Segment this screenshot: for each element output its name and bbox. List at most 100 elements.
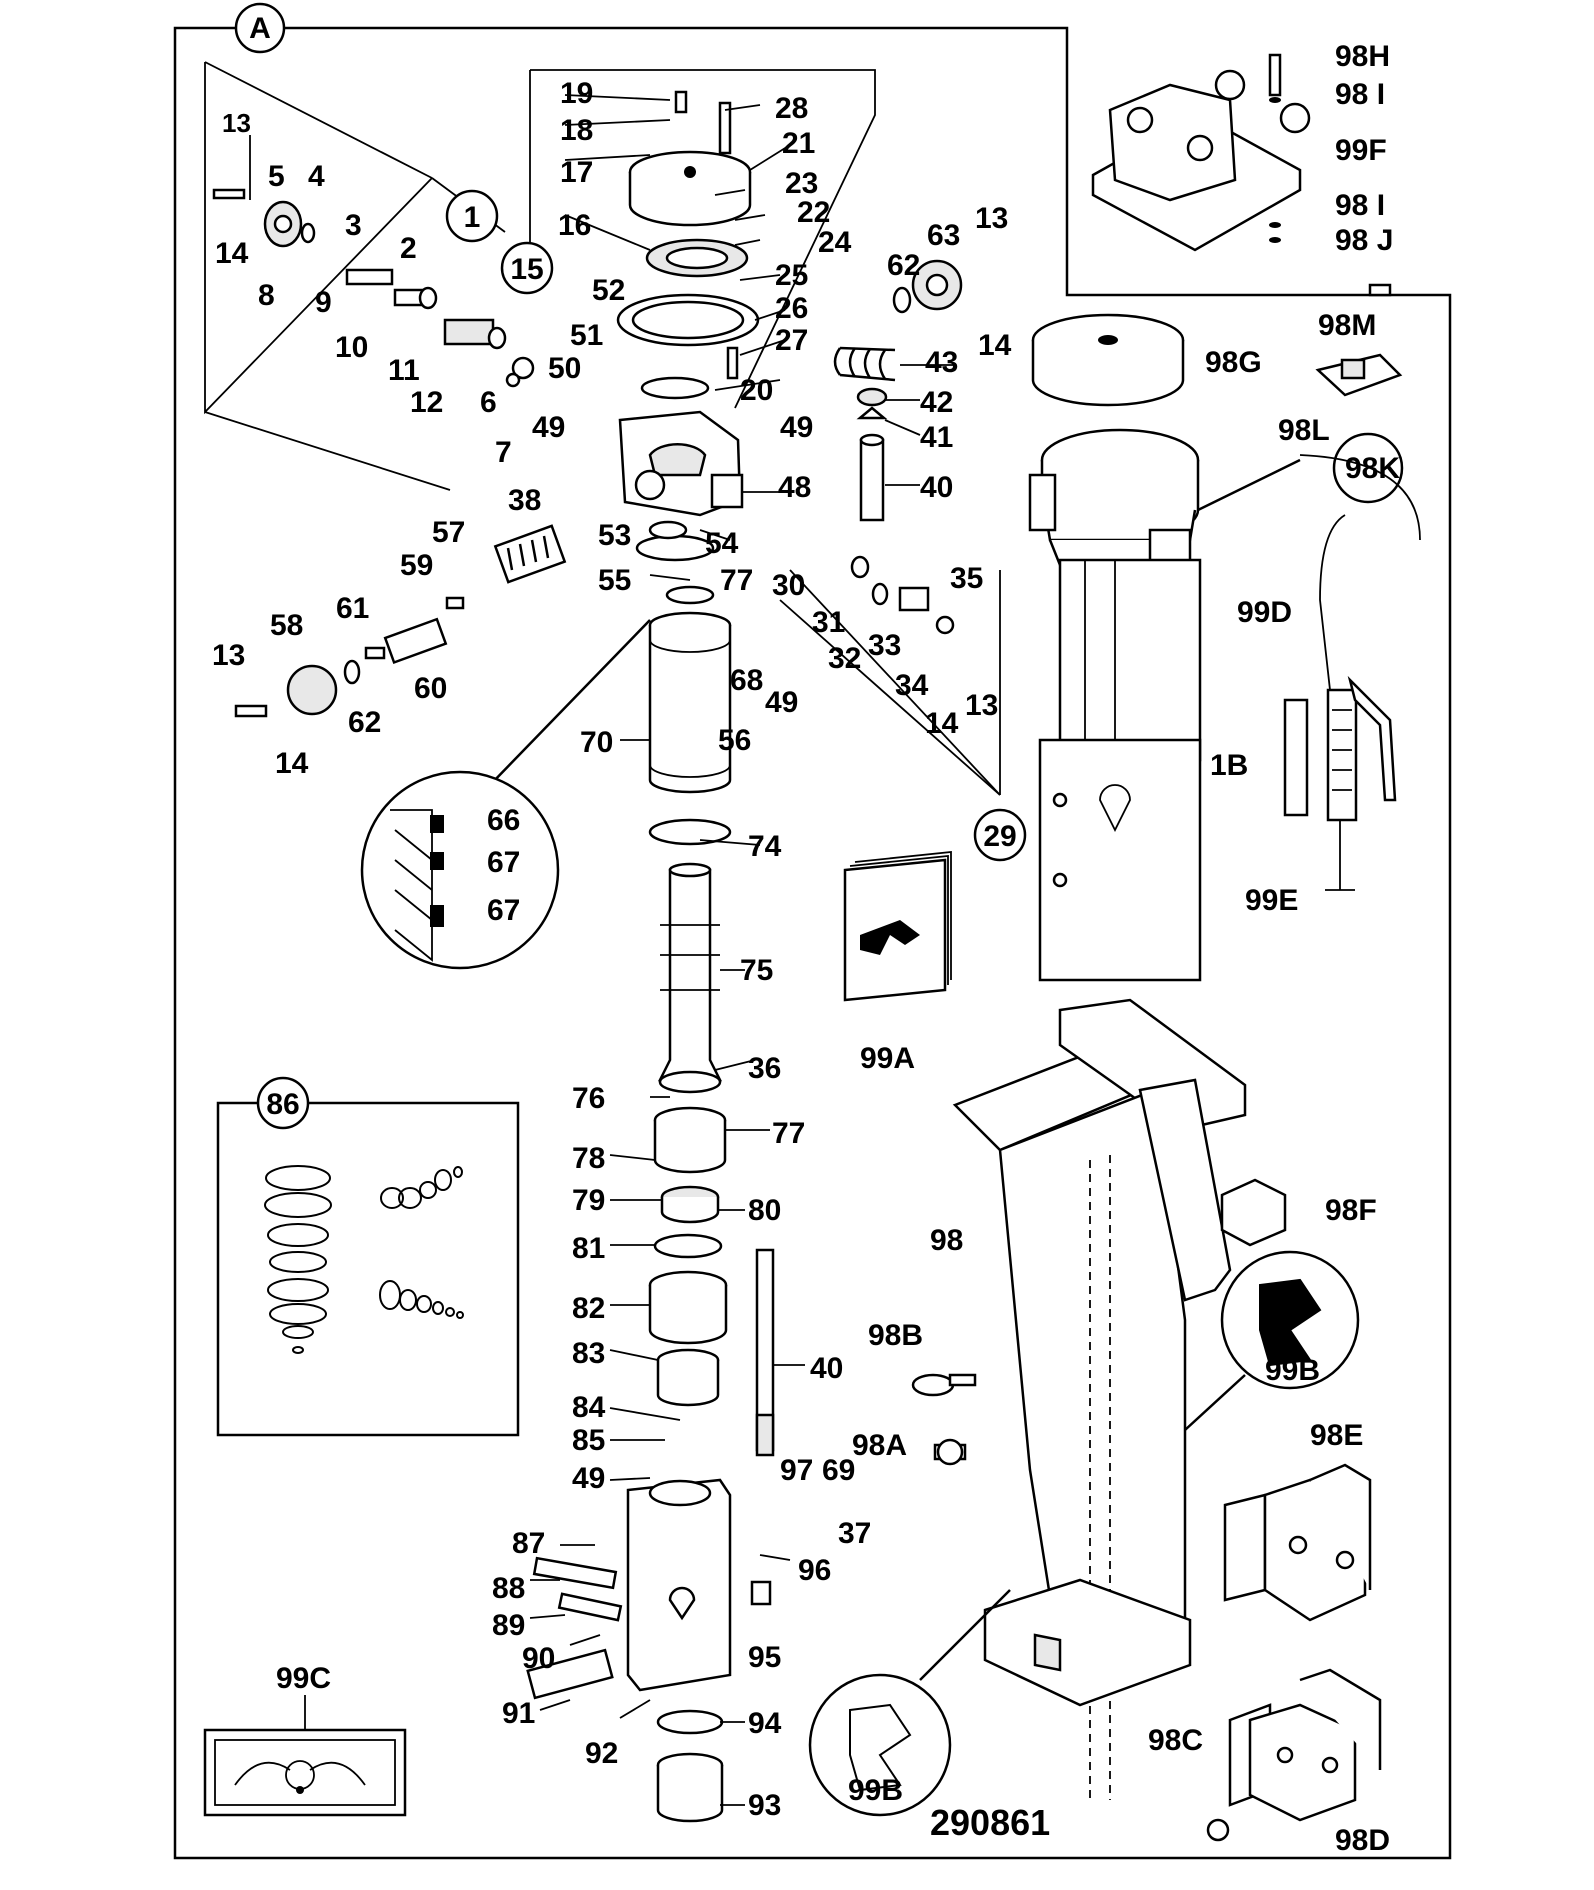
- label-56: 56: [718, 724, 751, 757]
- label-48: 48: [778, 471, 811, 504]
- label-77: 77: [720, 564, 753, 597]
- part-labels: 13 5 4 3 2 14 8 9 10 11 12 6 7 19 18 17 …: [212, 40, 1400, 1857]
- drawing-number: 290861: [930, 1802, 1050, 1843]
- label-98k: 98K: [1345, 452, 1400, 485]
- decal-99b-right: [1184, 1250, 1360, 1431]
- bush-93: [656, 1709, 724, 1823]
- label-3: 3: [345, 209, 362, 242]
- label-76: 76: [572, 1082, 605, 1115]
- label-80: 80: [748, 1194, 781, 1227]
- label-98h: 98H: [1335, 40, 1390, 73]
- seal-74: [648, 818, 732, 846]
- label-61: 61: [336, 592, 369, 625]
- callout-98k: [1197, 432, 1421, 541]
- svg-text:A: A: [249, 12, 271, 45]
- label-14: 14: [978, 329, 1012, 362]
- label-94: 94: [748, 1707, 782, 1740]
- outer-frame: [173, 26, 1452, 1860]
- decal-99c: [203, 1695, 407, 1817]
- label-69: 69: [822, 1454, 855, 1487]
- label-81: 81: [572, 1232, 605, 1265]
- label-49: 49: [765, 686, 798, 719]
- label-17: 17: [560, 156, 593, 189]
- cap-98g: [1031, 313, 1185, 407]
- label-54: 54: [705, 527, 739, 560]
- label-99e: 99E: [1245, 884, 1298, 917]
- label-13: 13: [975, 202, 1008, 235]
- label-92: 92: [585, 1737, 618, 1770]
- valve-body-48: [618, 410, 744, 517]
- parts-58-62: [234, 596, 465, 718]
- label-14: 14: [215, 237, 249, 270]
- label-2: 2: [400, 232, 417, 265]
- label-34: 34: [895, 669, 929, 702]
- group-callout-86: 86: [256, 1076, 310, 1130]
- label-98m: 98M: [1318, 309, 1376, 342]
- label-74: 74: [748, 830, 782, 863]
- leader-lines: [249, 94, 955, 1806]
- bush-82: [648, 1270, 728, 1345]
- manual-99a: [843, 851, 952, 1002]
- cylinder-70: [648, 585, 732, 794]
- fasteners-98a-98b: [911, 1373, 977, 1466]
- label-75: 75: [740, 954, 773, 987]
- group-29-subassembly: [779, 555, 1001, 796]
- label-1b: 1B: [1210, 749, 1248, 782]
- group-15-subassembly: [529, 69, 876, 409]
- label-23: 23: [785, 167, 818, 200]
- label-20: 20: [740, 374, 773, 407]
- piston-75: [657, 862, 723, 1094]
- view-callout-a: A: [234, 2, 286, 54]
- seal-ring-54: [635, 520, 715, 562]
- label-32: 32: [828, 642, 861, 675]
- label-19: 19: [560, 77, 593, 110]
- label-99b: 99B: [848, 1774, 903, 1807]
- label-67: 67: [487, 894, 520, 927]
- label-79: 79: [572, 1184, 605, 1217]
- bush-83: [656, 1348, 720, 1407]
- label-12: 12: [410, 386, 443, 419]
- grease-gun-99d: [1283, 514, 1397, 891]
- label-77: 77: [772, 1117, 805, 1150]
- label-55: 55: [598, 564, 631, 597]
- breaker-1b: [1028, 428, 1202, 982]
- label-98g: 98G: [1205, 346, 1262, 379]
- label-13: 13: [222, 108, 251, 138]
- label-70: 70: [580, 726, 613, 759]
- label-38: 38: [508, 484, 541, 517]
- label-66: 66: [487, 804, 520, 837]
- label-27: 27: [775, 324, 808, 357]
- label-67: 67: [487, 846, 520, 879]
- front-head-92: [626, 1478, 732, 1692]
- label-28: 28: [775, 92, 808, 125]
- label-82: 82: [572, 1292, 605, 1325]
- label-40: 40: [810, 1352, 843, 1385]
- label-50: 50: [548, 352, 581, 385]
- label-35: 35: [950, 562, 983, 595]
- oring-81: [653, 1233, 723, 1259]
- label-25: 25: [775, 259, 808, 292]
- label-98i: 98 I: [1335, 78, 1385, 111]
- label-18: 18: [560, 114, 593, 147]
- decal-99b-left: [808, 1589, 1011, 1817]
- label-53: 53: [598, 519, 631, 552]
- label-98l: 98L: [1278, 414, 1330, 447]
- label-96: 96: [798, 1554, 831, 1587]
- seal-detail-view: [360, 619, 651, 970]
- label-51: 51: [570, 319, 603, 352]
- label-99f: 99F: [1335, 134, 1387, 167]
- label-68: 68: [730, 664, 763, 697]
- label-49: 49: [572, 1462, 605, 1495]
- parts-40-42: [856, 387, 888, 522]
- label-43: 43: [925, 346, 958, 379]
- label-40: 40: [920, 471, 953, 504]
- label-10: 10: [335, 331, 368, 364]
- label-9: 9: [315, 286, 332, 319]
- label-41: 41: [920, 421, 953, 454]
- label-21: 21: [782, 127, 815, 160]
- group-callout-29: 29: [973, 808, 1027, 862]
- label-98i: 98 I: [1335, 189, 1385, 222]
- label-62: 62: [348, 706, 381, 739]
- label-14: 14: [275, 747, 309, 780]
- label-37: 37: [838, 1517, 871, 1550]
